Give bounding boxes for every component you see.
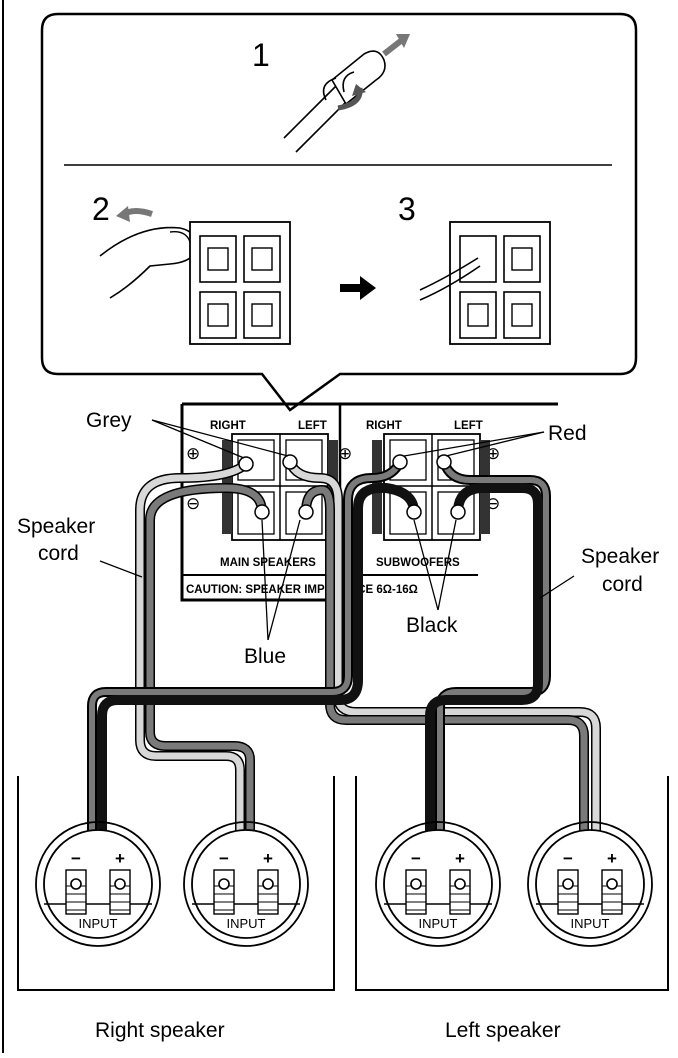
rear-panel: RIGHT LEFT RIGHT LEFT ⊕ ⊖ ⊕ ⊕ ⊖: [180, 402, 558, 602]
main-speakers-label: MAIN SPEAKERS: [220, 557, 316, 569]
speaker-input-terminal: − + INPUT: [35, 821, 161, 947]
next-step-arrow-icon: [340, 276, 376, 300]
terminal-screws: [238, 454, 466, 520]
insert-wire-illustration: [419, 221, 551, 345]
press-lever-illustration: [99, 206, 291, 345]
speaker-cord-left-label: Speaker: [17, 515, 95, 538]
step-2-number: 2: [92, 191, 110, 227]
minus-sign: −: [411, 849, 421, 868]
sub-right-label: RIGHT: [366, 420, 402, 432]
speaker-cord-left-label-2: cord: [38, 542, 79, 565]
pull-arrow-icon: [382, 37, 404, 57]
red-wire: [89, 459, 403, 887]
main-plus-symbol: ⊕: [186, 444, 200, 463]
input-label: INPUT: [79, 916, 118, 931]
subwoofers-label: SUBWOOFERS: [376, 557, 460, 569]
speaker-wires: [87, 457, 601, 893]
red-wire: [437, 459, 549, 887]
plus-sign: +: [263, 849, 273, 868]
minus-sign: −: [563, 849, 573, 868]
right-speaker-caption: Right speaker: [95, 1019, 225, 1042]
impedance-caution: CAUTION: SPEAKER IMPEDANCE 6Ω-16Ω: [186, 584, 418, 596]
wire-twist-illustration: [283, 34, 410, 153]
left-speaker-caption: Left speaker: [445, 1019, 561, 1042]
grey-wire: [136, 460, 250, 892]
input-label: INPUT: [571, 916, 610, 931]
speaker-input-terminal: − + INPUT: [183, 821, 309, 947]
black-label: Black: [406, 614, 458, 637]
blue-wire: [146, 484, 266, 888]
sub-left-label: LEFT: [454, 420, 483, 432]
instruction-callout: 1 2 3: [40, 12, 638, 412]
input-label: INPUT: [227, 916, 266, 931]
plus-sign: +: [115, 849, 125, 868]
plus-sign: +: [607, 849, 617, 868]
main-right-label: RIGHT: [210, 420, 246, 432]
wire-icon: [419, 257, 481, 301]
left-speaker-enclosure: [355, 776, 669, 991]
blue-label: Blue: [244, 645, 286, 668]
step-3-number: 3: [398, 191, 416, 227]
minus-sign: −: [219, 849, 229, 868]
black-wire: [97, 482, 419, 889]
main-minus-symbol: ⊖: [186, 494, 200, 513]
black-wire: [425, 483, 543, 889]
speaker-cord-right-label-2: cord: [602, 573, 643, 596]
plus-sign: +: [455, 849, 465, 868]
grey-label: Grey: [86, 409, 132, 432]
right-speaker-enclosure: [17, 776, 335, 991]
red-label: Red: [548, 422, 587, 445]
speaker-cord-right-label: Speaker: [581, 545, 659, 568]
center-plus-symbol: ⊕: [338, 444, 352, 463]
speaker-input-terminal: − + INPUT: [527, 821, 653, 947]
speaker-input-terminal: − + INPUT: [375, 821, 501, 947]
input-label: INPUT: [419, 916, 458, 931]
step-1-number: 1: [252, 37, 270, 73]
minus-sign: −: [71, 849, 81, 868]
leader-lines: [99, 419, 575, 641]
main-left-label: LEFT: [298, 420, 327, 432]
